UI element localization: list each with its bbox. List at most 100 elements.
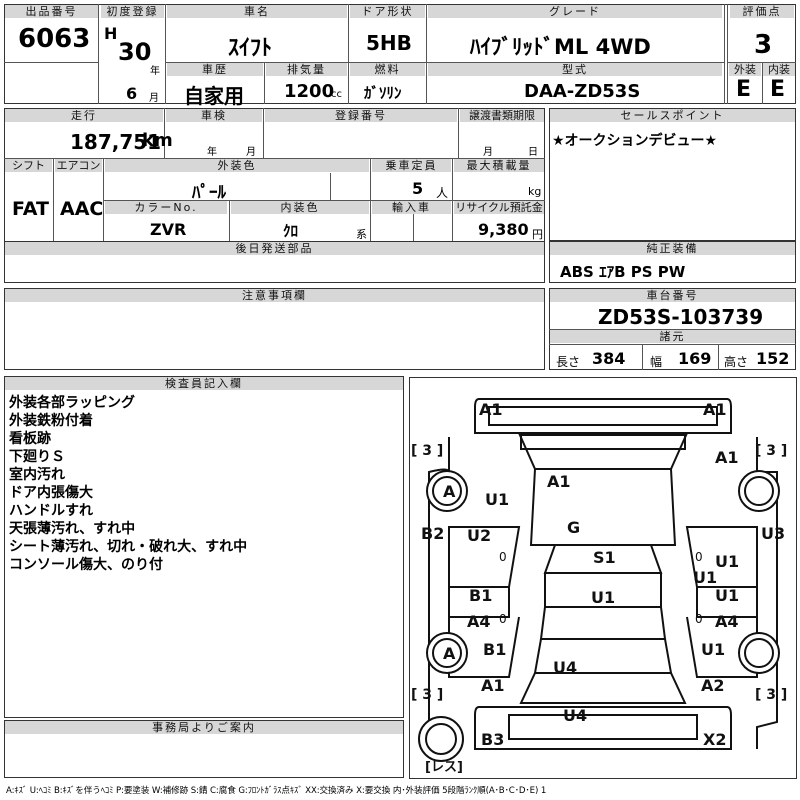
sales-point-header: セールスポイント bbox=[550, 109, 795, 122]
reg-no-header: 登録番号 bbox=[265, 109, 457, 122]
height-value: 152 bbox=[756, 349, 790, 368]
zero-mark: 0 bbox=[695, 612, 703, 626]
aircon-value: AAC bbox=[60, 198, 104, 220]
note-line: 看板跡 bbox=[9, 431, 51, 447]
dmg-door-r-front: U1 bbox=[715, 552, 739, 571]
dmg-door-l-rear: B1 bbox=[469, 586, 492, 605]
int-color-unit: 系 bbox=[356, 228, 367, 241]
capacity-value: 5 bbox=[412, 179, 424, 198]
note-line: 外装各部ラッピング bbox=[9, 395, 135, 411]
fuel-header: 燃料 bbox=[350, 63, 425, 76]
dmg-rear-l: A1 bbox=[481, 676, 505, 695]
lot-no-value: 6063 bbox=[18, 24, 91, 54]
mileage-unit: km bbox=[142, 130, 173, 151]
capacity-header: 乗車定員 bbox=[372, 159, 451, 172]
damage-legend: A:ｷｽﾞ U:ﾍｺﾐ B:ｷｽﾞを伴うﾍｺﾐ P:要塗装 W:補修跡 S:錆 … bbox=[6, 786, 547, 796]
int-color-value: ｸﾛ bbox=[283, 222, 299, 240]
dmg-rear-door-r: U1 bbox=[715, 586, 739, 605]
width-value: 169 bbox=[678, 349, 712, 368]
lot-no-header: 出品番号 bbox=[5, 5, 98, 18]
rating-header: 評価点 bbox=[730, 5, 794, 18]
import-header: 輸入車 bbox=[372, 201, 451, 214]
dmg-panel-center: U1 bbox=[591, 588, 615, 607]
model-header: 型式 bbox=[428, 63, 722, 76]
shift-header: シフト bbox=[5, 159, 52, 172]
car-name-header: 車名 bbox=[167, 5, 347, 18]
dmg-roof: G bbox=[567, 518, 580, 537]
color-no-header: カラーNo. bbox=[105, 201, 227, 214]
displacement-header: 排気量 bbox=[266, 63, 347, 76]
year-unit: 年 bbox=[150, 66, 160, 77]
tire-rl-label: [ 3 ] bbox=[411, 687, 443, 703]
history-value: 自家用 bbox=[184, 84, 244, 108]
inspection-month-unit: 月 bbox=[246, 147, 256, 158]
sales-point-value: ★オークションデビュー★ bbox=[552, 133, 718, 149]
office-header: 事務局よりご案内 bbox=[5, 721, 403, 734]
grade-value: ﾊｲﾌﾞﾘｯﾄﾞML 4WD bbox=[470, 35, 651, 59]
detail-section bbox=[4, 108, 545, 242]
dmg-u1-right-rear: U1 bbox=[701, 640, 725, 659]
note-line: 室内汚れ bbox=[9, 467, 65, 483]
dmg-rear-bumper-center: U4 bbox=[563, 706, 587, 725]
capacity-unit: 人 bbox=[436, 186, 449, 200]
exterior-grade-value: E bbox=[736, 77, 752, 102]
note-line: 下廻りＳ bbox=[9, 449, 65, 465]
dmg-front-bumper-r: A1 bbox=[703, 400, 727, 419]
width-label: 幅 bbox=[650, 355, 663, 369]
equipment-value: ABS ｴｱB PS PW bbox=[560, 263, 686, 281]
dmg-rear-r: A2 bbox=[701, 676, 725, 695]
door-value: 5HB bbox=[366, 31, 412, 55]
month-value: 6 bbox=[126, 84, 138, 103]
dmg-hood: A1 bbox=[547, 472, 571, 491]
color-no-value: ZVR bbox=[150, 220, 187, 239]
transfer-month-unit: 月 bbox=[483, 147, 493, 158]
dmg-x2: X2 bbox=[703, 730, 726, 749]
inspection-year-unit: 年 bbox=[207, 147, 217, 158]
sales-point-section bbox=[549, 108, 796, 241]
dmg-roof-center: S1 bbox=[593, 548, 616, 567]
inspector-notes-list: 外装各部ラッピング 外装鉄粉付着 看板跡 下廻りＳ 室内汚れ ドア内張傷大 ハン… bbox=[9, 394, 247, 574]
top-info-section bbox=[4, 4, 796, 104]
transfer-header: 譲渡書類期限 bbox=[460, 109, 544, 122]
year-value: 30 bbox=[118, 38, 152, 66]
dmg-b3: B3 bbox=[481, 730, 504, 749]
recycle-value: 9,380 bbox=[478, 220, 529, 239]
dmg-wheel-rl: A bbox=[443, 644, 456, 663]
dmg-door-l-front: U2 bbox=[467, 526, 491, 545]
dmg-b1-rear: B1 bbox=[483, 640, 506, 659]
mileage-header: 走行 bbox=[5, 109, 163, 122]
first-reg-header: 初度登録 bbox=[101, 5, 164, 18]
recycle-header: リサイクル預託金 bbox=[454, 201, 544, 214]
spare-label: [レス] bbox=[425, 760, 463, 775]
note-line: ハンドルすれ bbox=[9, 503, 93, 519]
inspector-header: 検査員記入欄 bbox=[5, 377, 403, 390]
note-line: 天張薄汚れ、すれ中 bbox=[9, 521, 136, 537]
equipment-header: 純正装備 bbox=[550, 242, 795, 255]
length-label: 長さ bbox=[556, 355, 581, 369]
dmg-a4-left: A4 bbox=[467, 612, 491, 631]
shipping-header: 後日発送部品 bbox=[5, 242, 544, 255]
chassis-value: ZD53S-103739 bbox=[598, 305, 764, 329]
dmg-b2-left: B2 bbox=[421, 524, 444, 543]
tire-fr-label: [ 3 ] bbox=[755, 443, 787, 459]
ext-color-header: 外装色 bbox=[105, 159, 369, 172]
dmg-a4-right: A4 bbox=[715, 612, 739, 631]
interior-header: 内装 bbox=[763, 63, 795, 76]
exterior-header: 外装 bbox=[729, 63, 761, 76]
mileage-value: 187,751 bbox=[70, 130, 162, 154]
notes-header: 注意事項欄 bbox=[5, 289, 544, 302]
zero-mark: 0 bbox=[499, 550, 507, 564]
max-load-header: 最大積載量 bbox=[454, 159, 544, 172]
rating-value: 3 bbox=[754, 30, 773, 60]
transfer-day-unit: 日 bbox=[528, 147, 538, 158]
zero-mark: 0 bbox=[499, 612, 507, 626]
interior-grade-value: E bbox=[770, 77, 786, 102]
grade-header: グレード bbox=[428, 5, 722, 18]
history-header: 車歴 bbox=[167, 63, 263, 76]
specs-header: 諸元 bbox=[550, 330, 795, 343]
month-unit: 月 bbox=[149, 93, 159, 104]
displacement-unit: cc bbox=[331, 89, 342, 100]
car-damage-diagram: [ 3 ] [ 3 ] [ 3 ] [ 3 ] [レス] A1 A1 A1 A1… bbox=[409, 377, 797, 779]
tire-fl-label: [ 3 ] bbox=[411, 443, 443, 459]
aircon-header: エアコン bbox=[55, 159, 102, 172]
